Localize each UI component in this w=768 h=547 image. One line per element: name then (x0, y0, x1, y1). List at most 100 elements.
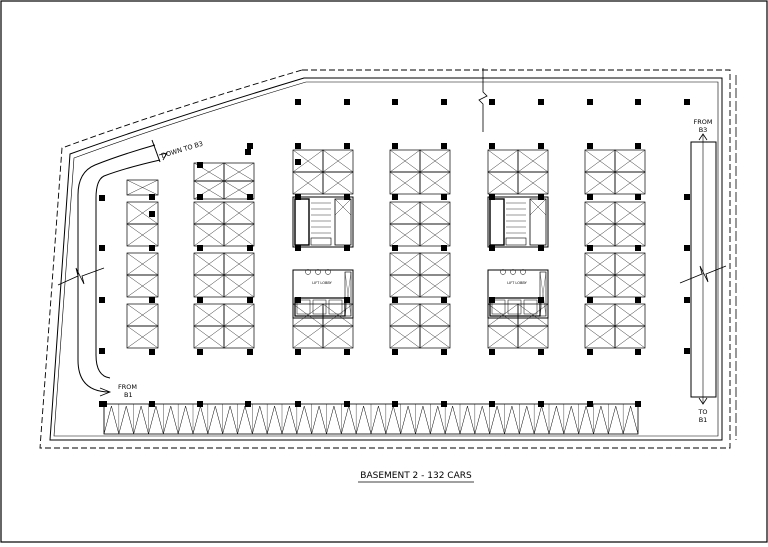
stall-diagonal (517, 149, 549, 173)
parking-bays (126, 149, 646, 349)
lift-lobby (292, 269, 354, 319)
stall-diagonal (126, 325, 159, 349)
column (635, 99, 641, 105)
stall-diagonal (584, 201, 616, 225)
column (441, 349, 447, 355)
parking-stall (126, 274, 159, 298)
stall-diagonal (193, 274, 225, 298)
drawing-title: BASEMENT 2 - 132 CARS (360, 471, 472, 481)
stall-diagonal (389, 252, 421, 276)
column (489, 349, 495, 355)
column (295, 143, 301, 149)
column (441, 143, 447, 149)
parking-stall (322, 171, 354, 195)
stall-diagonal (223, 223, 255, 247)
stall-diagonal (193, 162, 225, 182)
parking-stall (517, 171, 549, 195)
stall-diagonal (193, 201, 225, 225)
stall-diagonal (517, 303, 549, 327)
column (344, 143, 350, 149)
riser (344, 271, 352, 317)
parking-stall (614, 223, 646, 247)
door-swing (315, 269, 321, 275)
stall-diagonal (614, 223, 646, 247)
stall-diagonal (419, 171, 451, 195)
column (344, 297, 350, 303)
parking-stall (614, 325, 646, 349)
stall-diagonal (223, 274, 255, 298)
column (489, 99, 495, 105)
column (344, 99, 350, 105)
riser (539, 271, 547, 317)
column (295, 245, 301, 251)
column (197, 349, 203, 355)
column (197, 194, 203, 200)
parking-stall (223, 325, 255, 349)
parking-stall (126, 223, 159, 247)
column (149, 297, 155, 303)
parking-stall (126, 179, 159, 196)
parking-stall (223, 180, 255, 200)
column (538, 245, 544, 251)
riser-cross (539, 271, 547, 317)
stall-diagonal (389, 325, 421, 349)
column (392, 245, 398, 251)
stall-diagonal (584, 171, 616, 195)
stall-diagonal (126, 274, 159, 298)
parking-stall (614, 171, 646, 195)
stall-diagonal (419, 274, 451, 298)
column (99, 245, 105, 251)
break-line-left (57, 267, 105, 286)
parking-stall (322, 325, 354, 349)
ramp-outer-edge (77, 144, 156, 393)
stall-diagonal (126, 179, 159, 196)
door-swing (500, 269, 506, 275)
column (684, 99, 690, 105)
column (538, 143, 544, 149)
stall-diagonal (487, 303, 519, 327)
stall-diagonal (419, 325, 451, 349)
column (538, 349, 544, 355)
column (149, 245, 155, 251)
stair-core (487, 196, 549, 248)
shaft-cross (529, 198, 547, 216)
lift-car (523, 299, 538, 315)
stall-diagonal (584, 303, 616, 327)
stall-diagonal (193, 223, 225, 247)
site-boundary (39, 69, 731, 449)
column (489, 143, 495, 149)
column (392, 297, 398, 303)
lift-car (328, 299, 343, 315)
column (635, 297, 641, 303)
column (587, 143, 593, 149)
stall-diagonal (126, 223, 159, 247)
stall-diagonal (584, 149, 616, 173)
stall-diagonal (389, 171, 421, 195)
stall-diagonal (322, 149, 354, 173)
column (247, 349, 253, 355)
stall-diagonal (322, 325, 354, 349)
column (197, 162, 203, 168)
column (587, 245, 593, 251)
stall-diagonal (419, 149, 451, 173)
parking-stall (419, 223, 451, 247)
stair-landing (505, 237, 527, 246)
stair-landing (310, 237, 332, 246)
stall-diagonal (584, 325, 616, 349)
column (538, 99, 544, 105)
break-line-top (478, 68, 488, 132)
service-cores (292, 196, 549, 319)
lift-lobby-label-1: LIFT LOBBY (312, 281, 332, 285)
parking-stall (614, 274, 646, 298)
stall-diagonal (223, 325, 255, 349)
basement-wall-inner (53, 81, 719, 437)
column (489, 245, 495, 251)
from-b1-label-line1: FROM (118, 383, 137, 391)
down-to-b3-label: DOWN TO B3 (160, 140, 204, 160)
column (587, 194, 593, 200)
column (99, 348, 105, 354)
from-b3-label-line1: FROM (694, 118, 713, 126)
stall-diagonal (223, 201, 255, 225)
stall-diagonal (419, 223, 451, 247)
